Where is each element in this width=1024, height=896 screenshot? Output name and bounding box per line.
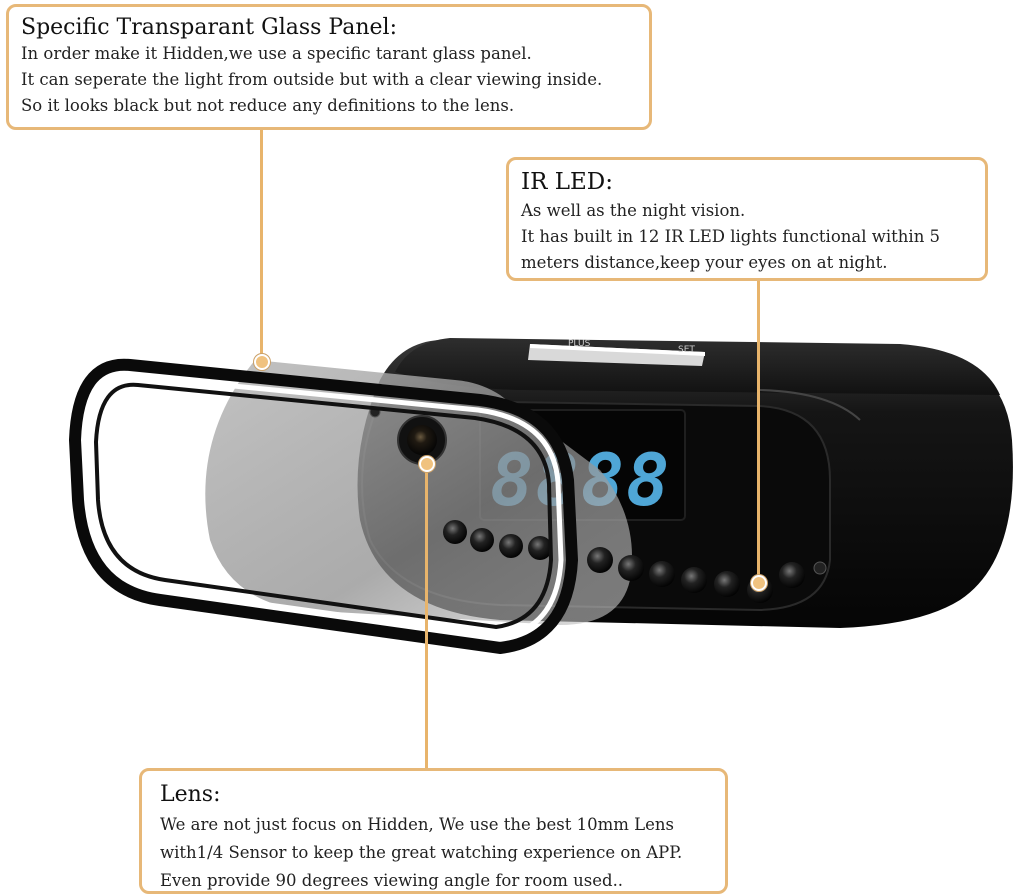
ir-leader-dot <box>751 575 767 591</box>
lens-leader-line <box>425 462 428 768</box>
ir-led-callout: IR LED: As well as the night vision. It … <box>506 157 988 281</box>
ir-leader-line <box>757 281 760 581</box>
button-label-plus: PLUS <box>568 339 591 349</box>
lens-callout: Lens: We are not just focus on Hidden, W… <box>139 768 728 894</box>
ir-led-line-3: meters distance,keep your eyes on at nig… <box>521 253 888 272</box>
ir-led-line-1: As well as the night vision. <box>521 201 746 220</box>
top-buttons: PLUS SET <box>528 339 705 366</box>
glass-panel-callout: Specific Transparant Glass Panel: In ord… <box>6 4 652 130</box>
button-label-set: SET <box>678 345 695 355</box>
glass-panel-line-3: So it looks black but not reduce any def… <box>21 96 515 115</box>
glass-panel-line-2: It can seperate the light from outside b… <box>21 70 603 89</box>
bezel-frame <box>68 358 579 655</box>
lens-line-2: with1/4 Sensor to keep the great watchin… <box>160 843 683 862</box>
glass-leader-dot <box>254 354 270 370</box>
ir-led-title: IR LED: <box>521 169 613 195</box>
lens-leader-dot <box>419 456 435 472</box>
ir-led-line-2: It has built in 12 IR LED lights functio… <box>521 227 941 246</box>
lens-line-1: We are not just focus on Hidden, We use … <box>160 815 674 834</box>
glass-leader-line <box>260 130 263 360</box>
lens-title: Lens: <box>160 782 221 807</box>
glass-panel-title: Specific Transparant Glass Panel: <box>21 15 397 40</box>
lens-line-3: Even provide 90 degrees viewing angle fo… <box>160 871 624 890</box>
glass-panel-line-1: In order make it Hidden,we use a specifi… <box>21 44 532 63</box>
